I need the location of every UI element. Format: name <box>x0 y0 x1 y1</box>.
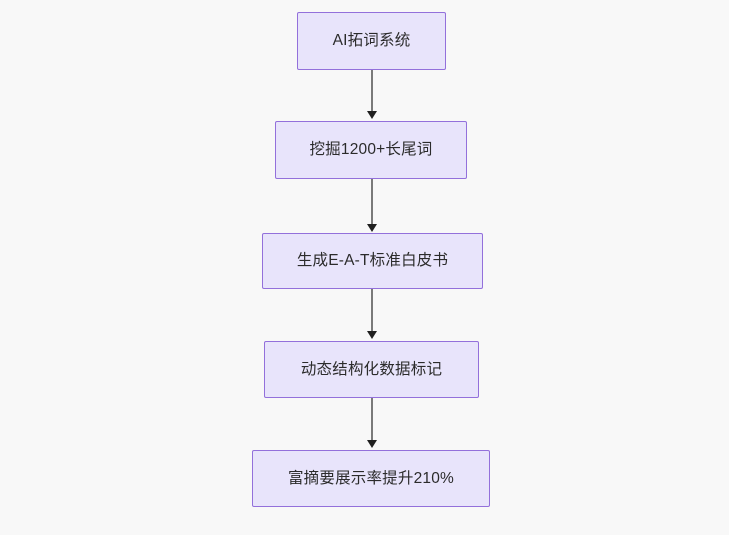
arrowhead-icon <box>366 224 377 232</box>
edge-line <box>371 179 374 225</box>
node-label: AI拓词系统 <box>332 32 411 50</box>
node-label: 挖掘1200+长尾词 <box>309 141 433 159</box>
arrowhead-icon <box>366 440 377 448</box>
edge-line <box>371 70 374 112</box>
edge-line <box>371 398 374 441</box>
flowchart-node-mine-longtail-keywords[interactable]: 挖掘1200+长尾词 <box>275 121 467 179</box>
node-label: 富摘要展示率提升210% <box>287 469 455 487</box>
flowchart-node-ai-keyword-system[interactable]: AI拓词系统 <box>297 12 446 70</box>
arrowhead-icon <box>366 331 377 339</box>
flowchart-node-rich-snippet-rate-increase[interactable]: 富摘要展示率提升210% <box>252 450 490 507</box>
node-label: 动态结构化数据标记 <box>300 360 443 378</box>
flowchart-node-dynamic-structured-data-markup[interactable]: 动态结构化数据标记 <box>264 341 479 398</box>
arrowhead-icon <box>366 111 377 119</box>
edge-line <box>371 289 374 332</box>
flowchart-node-generate-eat-whitepaper[interactable]: 生成E-A-T标准白皮书 <box>262 233 483 289</box>
node-label: 生成E-A-T标准白皮书 <box>296 252 449 270</box>
